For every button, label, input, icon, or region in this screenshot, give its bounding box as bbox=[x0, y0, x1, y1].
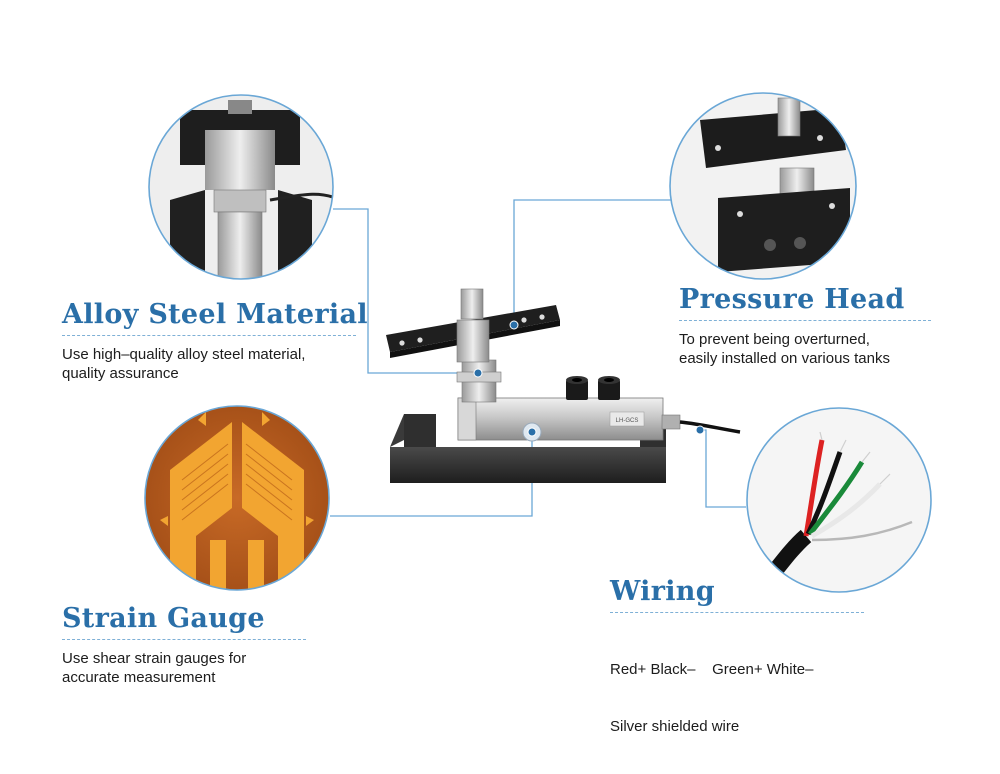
feature-description: Use high–quality alloy steel material, q… bbox=[62, 346, 306, 382]
feature-description: To prevent being overturned, easily inst… bbox=[679, 331, 890, 367]
feature-title: Pressure Head bbox=[679, 284, 905, 315]
sensor-label: LH-GCS bbox=[616, 418, 639, 424]
alloy-steel-closeup bbox=[148, 94, 334, 280]
feature-description: Use shear strain gauges for accurate mea… bbox=[62, 650, 247, 686]
marker-dot-wiring bbox=[695, 425, 705, 435]
marker-dot-pressure bbox=[509, 320, 519, 330]
dashed-divider bbox=[62, 335, 356, 336]
product-illustration: LH-GCS bbox=[144, 92, 932, 593]
feature-title: Strain Gauge bbox=[62, 603, 265, 634]
feature-description: Red+ Black– Green+ White– Silver shielde… bbox=[610, 661, 814, 735]
leader-line-wiring bbox=[700, 429, 746, 508]
marker-dot-alloy bbox=[473, 368, 483, 378]
feature-pressure-head: Pressure Head To prevent being overturne… bbox=[679, 284, 979, 368]
pressure-head-closeup bbox=[669, 92, 857, 280]
feature-wiring: Wiring Red+ Black– Green+ White– Silver … bbox=[610, 576, 890, 774]
feature-title: Wiring bbox=[610, 576, 715, 607]
strain-gauge-closeup bbox=[144, 405, 330, 591]
feature-title: Alloy Steel Material bbox=[62, 299, 368, 330]
leader-line-alloy bbox=[333, 208, 478, 374]
dashed-divider bbox=[679, 320, 931, 321]
dashed-divider bbox=[610, 612, 864, 613]
dashed-divider bbox=[62, 639, 306, 640]
feature-strain-gauge: Strain Gauge Use shear strain gauges for… bbox=[62, 603, 322, 687]
leader-line-pressure bbox=[513, 199, 673, 325]
wiring-closeup bbox=[746, 407, 932, 593]
base-bracket bbox=[390, 447, 666, 483]
feature-alloy-steel: Alloy Steel Material Use high–quality al… bbox=[62, 299, 368, 383]
load-cell-product: LH-GCS bbox=[386, 288, 741, 483]
